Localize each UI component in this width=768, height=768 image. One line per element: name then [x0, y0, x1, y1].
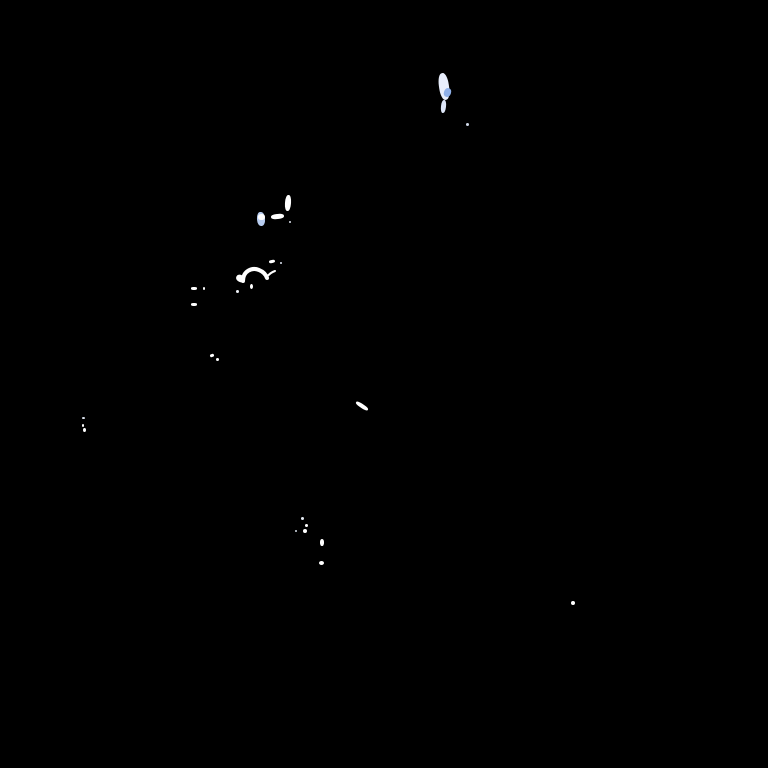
gravitational-arc — [241, 267, 269, 283]
arc-tail — [266, 270, 276, 278]
